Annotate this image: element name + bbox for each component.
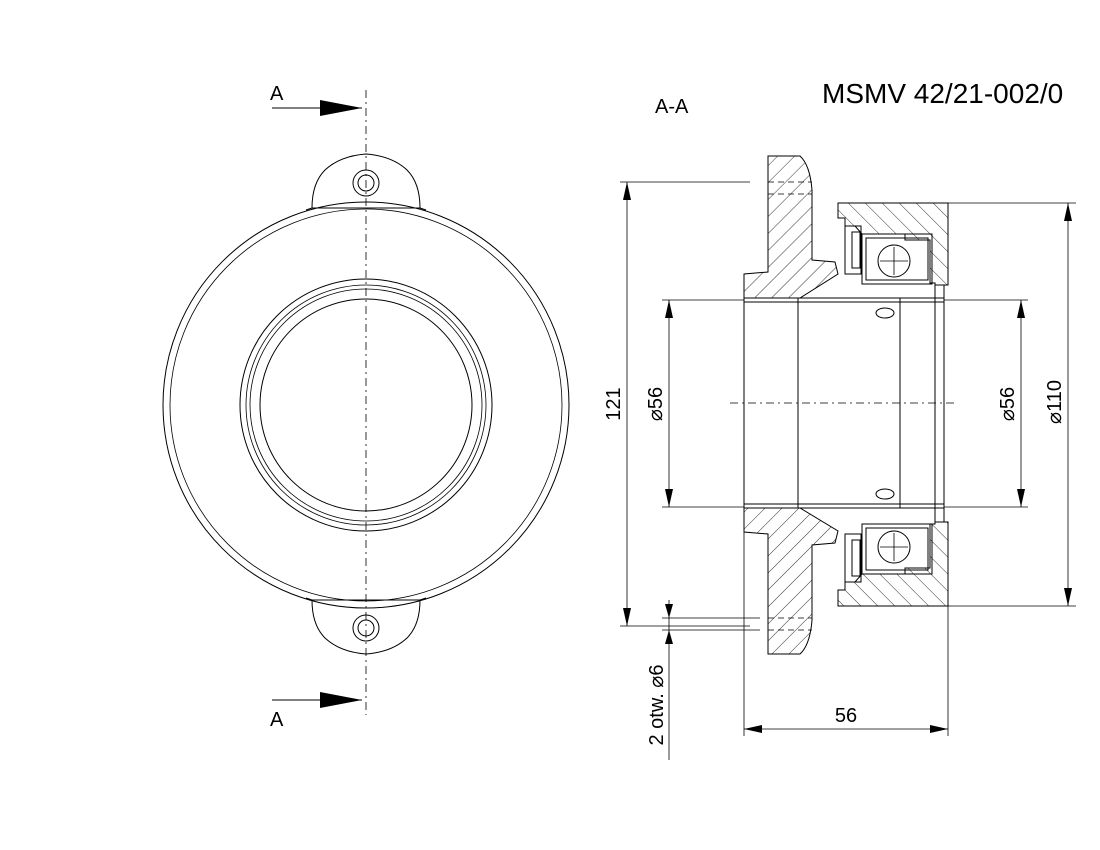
bearing-upper — [844, 225, 933, 285]
dim-outer-diameter: ⌀110 — [948, 202, 1076, 607]
bottom-mounting-ear — [311, 599, 421, 655]
section-view: 121 ⌀56 ⌀56 ⌀110 — [603, 155, 1076, 760]
dim-121: 121 — [603, 181, 750, 627]
dim-121-text: 121 — [603, 387, 625, 420]
outer-housing-circle — [162, 201, 570, 609]
dim-width-text: 56 — [835, 705, 857, 727]
dim-holes-text: 2 otw. ⌀6 — [646, 665, 668, 746]
section-arrow-top — [320, 100, 362, 116]
dim-holes: 2 otw. ⌀6 — [646, 600, 760, 760]
oil-hole-top — [875, 307, 895, 319]
dim-bore-left: ⌀56 — [645, 299, 744, 508]
drawing-number: MSMV 42/21-002/0 — [822, 78, 1063, 109]
top-bolt-hole — [352, 169, 380, 197]
bearing-lower — [844, 523, 933, 583]
bottom-bolt-hole — [352, 614, 380, 642]
section-arrow-bottom — [320, 692, 362, 708]
flange-lower — [743, 507, 839, 655]
oil-hole-bottom — [875, 488, 895, 500]
bore-ring-outer — [239, 278, 493, 532]
inner-sleeve — [743, 284, 945, 523]
cut-label-bottom: A — [270, 709, 284, 731]
dim-outer-diameter-text: ⌀110 — [1044, 380, 1066, 424]
dim-bore-right: ⌀56 — [944, 299, 1028, 508]
dim-bore-right-text: ⌀56 — [997, 387, 1019, 421]
dim-bore-left-text: ⌀56 — [645, 387, 667, 421]
front-view: A A — [162, 83, 570, 731]
dim-width: 56 — [743, 508, 949, 736]
top-mounting-ear — [311, 153, 421, 209]
section-label: A-A — [655, 96, 689, 118]
bore-ring-inner — [259, 298, 473, 512]
flange-upper — [743, 155, 839, 299]
cut-label-top: A — [270, 83, 284, 105]
